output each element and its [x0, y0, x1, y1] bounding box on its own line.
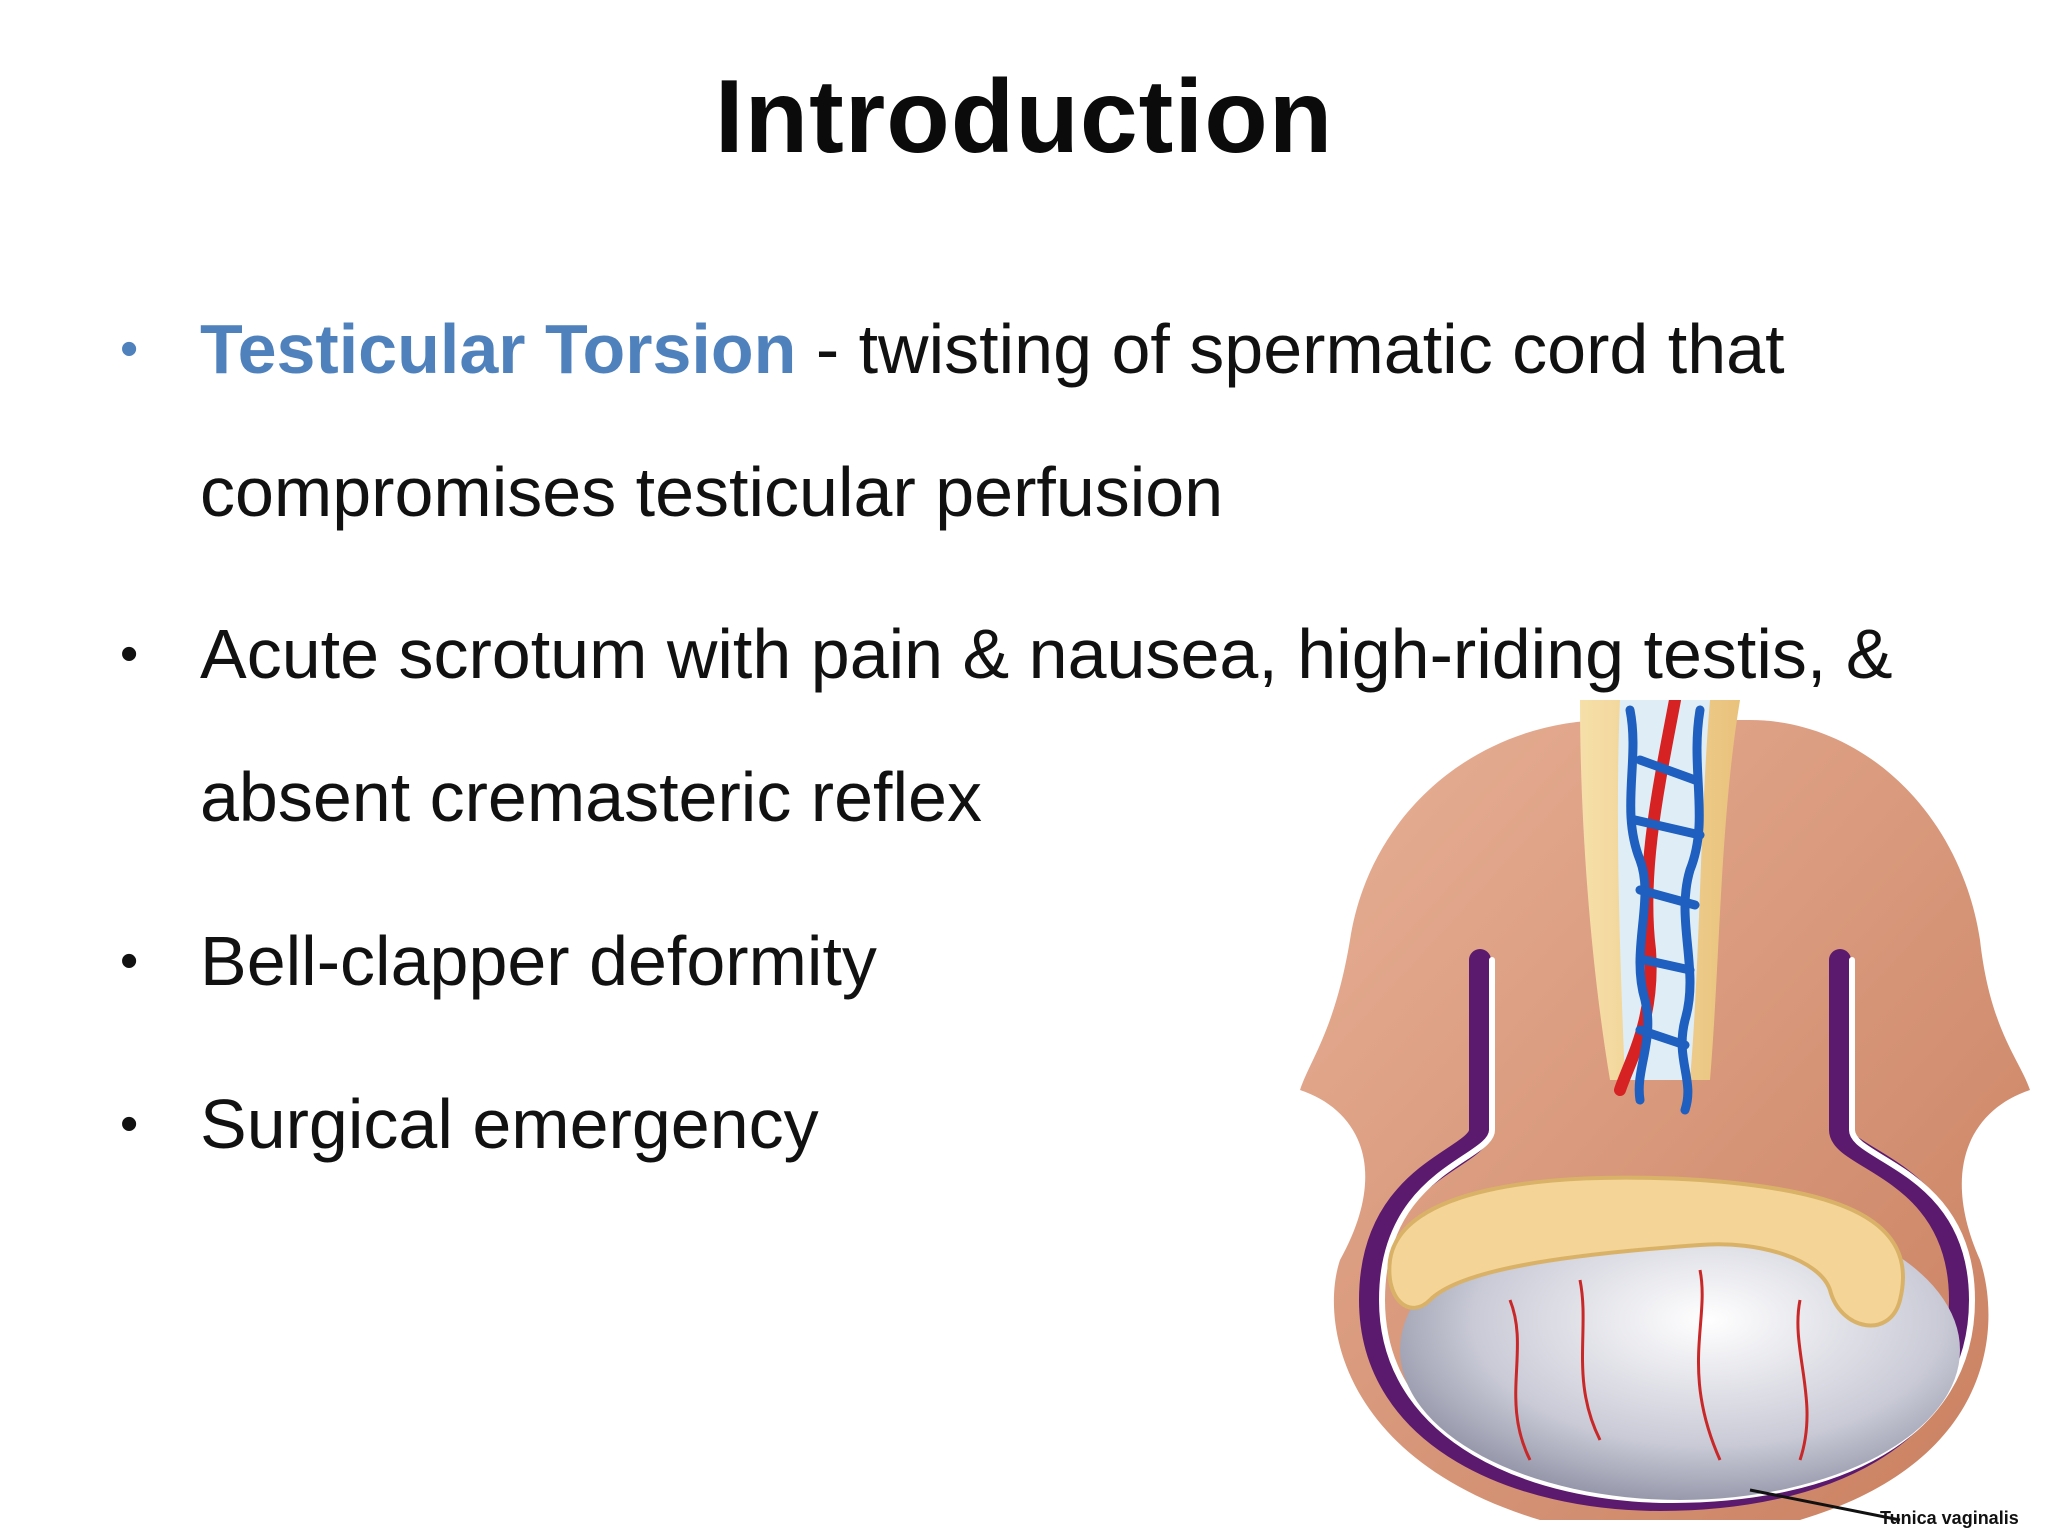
bullet-marker: •: [120, 932, 139, 990]
bullet-marker: •: [120, 625, 139, 683]
bullet-marker: •: [120, 1095, 139, 1153]
bullet-text: Surgical emergency: [200, 1085, 819, 1163]
slide-title: Introduction: [714, 59, 1334, 175]
bullet-text: Acute scrotum with pain & nausea, high-r…: [200, 615, 1893, 836]
bullet-text: Testicular Torsion - twisting of spermat…: [200, 278, 1920, 564]
bullet-description: - twisting of spermatic cord that compro…: [200, 310, 1785, 531]
tunica-vaginalis-label: Tunica vaginalis: [1880, 1508, 2019, 1528]
bullet-term: Testicular Torsion: [200, 310, 797, 388]
bell-clapper-anatomy-illustration: Tunica vaginalis: [1300, 700, 2030, 1528]
bullet-marker: •: [120, 320, 139, 378]
bullet-text: Bell-clapper deformity: [200, 922, 877, 1000]
